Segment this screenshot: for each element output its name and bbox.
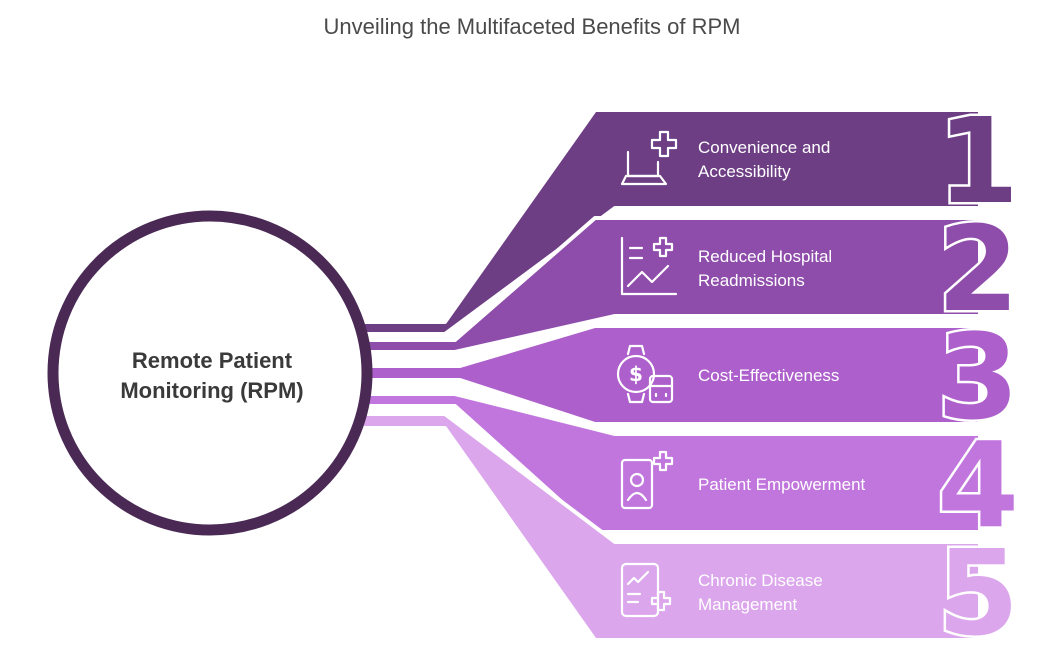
- benefit-2-label-line1: Reduced Hospital: [698, 247, 832, 266]
- benefit-band-1: [360, 108, 982, 336]
- benefit-band-2: [360, 216, 982, 354]
- benefit-number-1: 1: [937, 92, 1019, 230]
- benefit-bands: [360, 108, 982, 642]
- money-clock-icon: $: [616, 344, 674, 404]
- benefit-5-label-line2: Management: [698, 595, 798, 614]
- benefit-4-label: Patient Empowerment: [698, 475, 866, 494]
- benefit-5-label-line1: Chronic Disease: [698, 571, 823, 590]
- center-label-line2: Monitoring (RPM): [120, 378, 303, 403]
- benefit-number-2: 2: [937, 200, 1019, 338]
- patient-card-icon: [620, 450, 674, 510]
- benefit-number-5: 5: [937, 524, 1019, 658]
- benefit-band-5: [360, 412, 982, 642]
- benefit-3-label: Cost-Effectiveness: [698, 366, 839, 385]
- clipboard-medical-icon: [620, 562, 672, 618]
- benefit-1-label-line1: Convenience and: [698, 138, 830, 157]
- benefit-2-label-line2: Readmissions: [698, 271, 805, 290]
- center-label-line1: Remote Patient: [132, 348, 293, 373]
- svg-text:$: $: [629, 362, 643, 386]
- diagram-title: Unveiling the Multifaceted Benefits of R…: [323, 14, 741, 39]
- benefit-number-4: 4: [937, 416, 1019, 554]
- benefit-1-label-line2: Accessibility: [698, 162, 791, 181]
- benefit-number-3: 3: [937, 308, 1019, 446]
- chart-medical-icon: [620, 236, 678, 296]
- laptop-medical-icon: [620, 130, 678, 186]
- benefit-band-3: [360, 324, 982, 426]
- center-circle: [47, 210, 373, 536]
